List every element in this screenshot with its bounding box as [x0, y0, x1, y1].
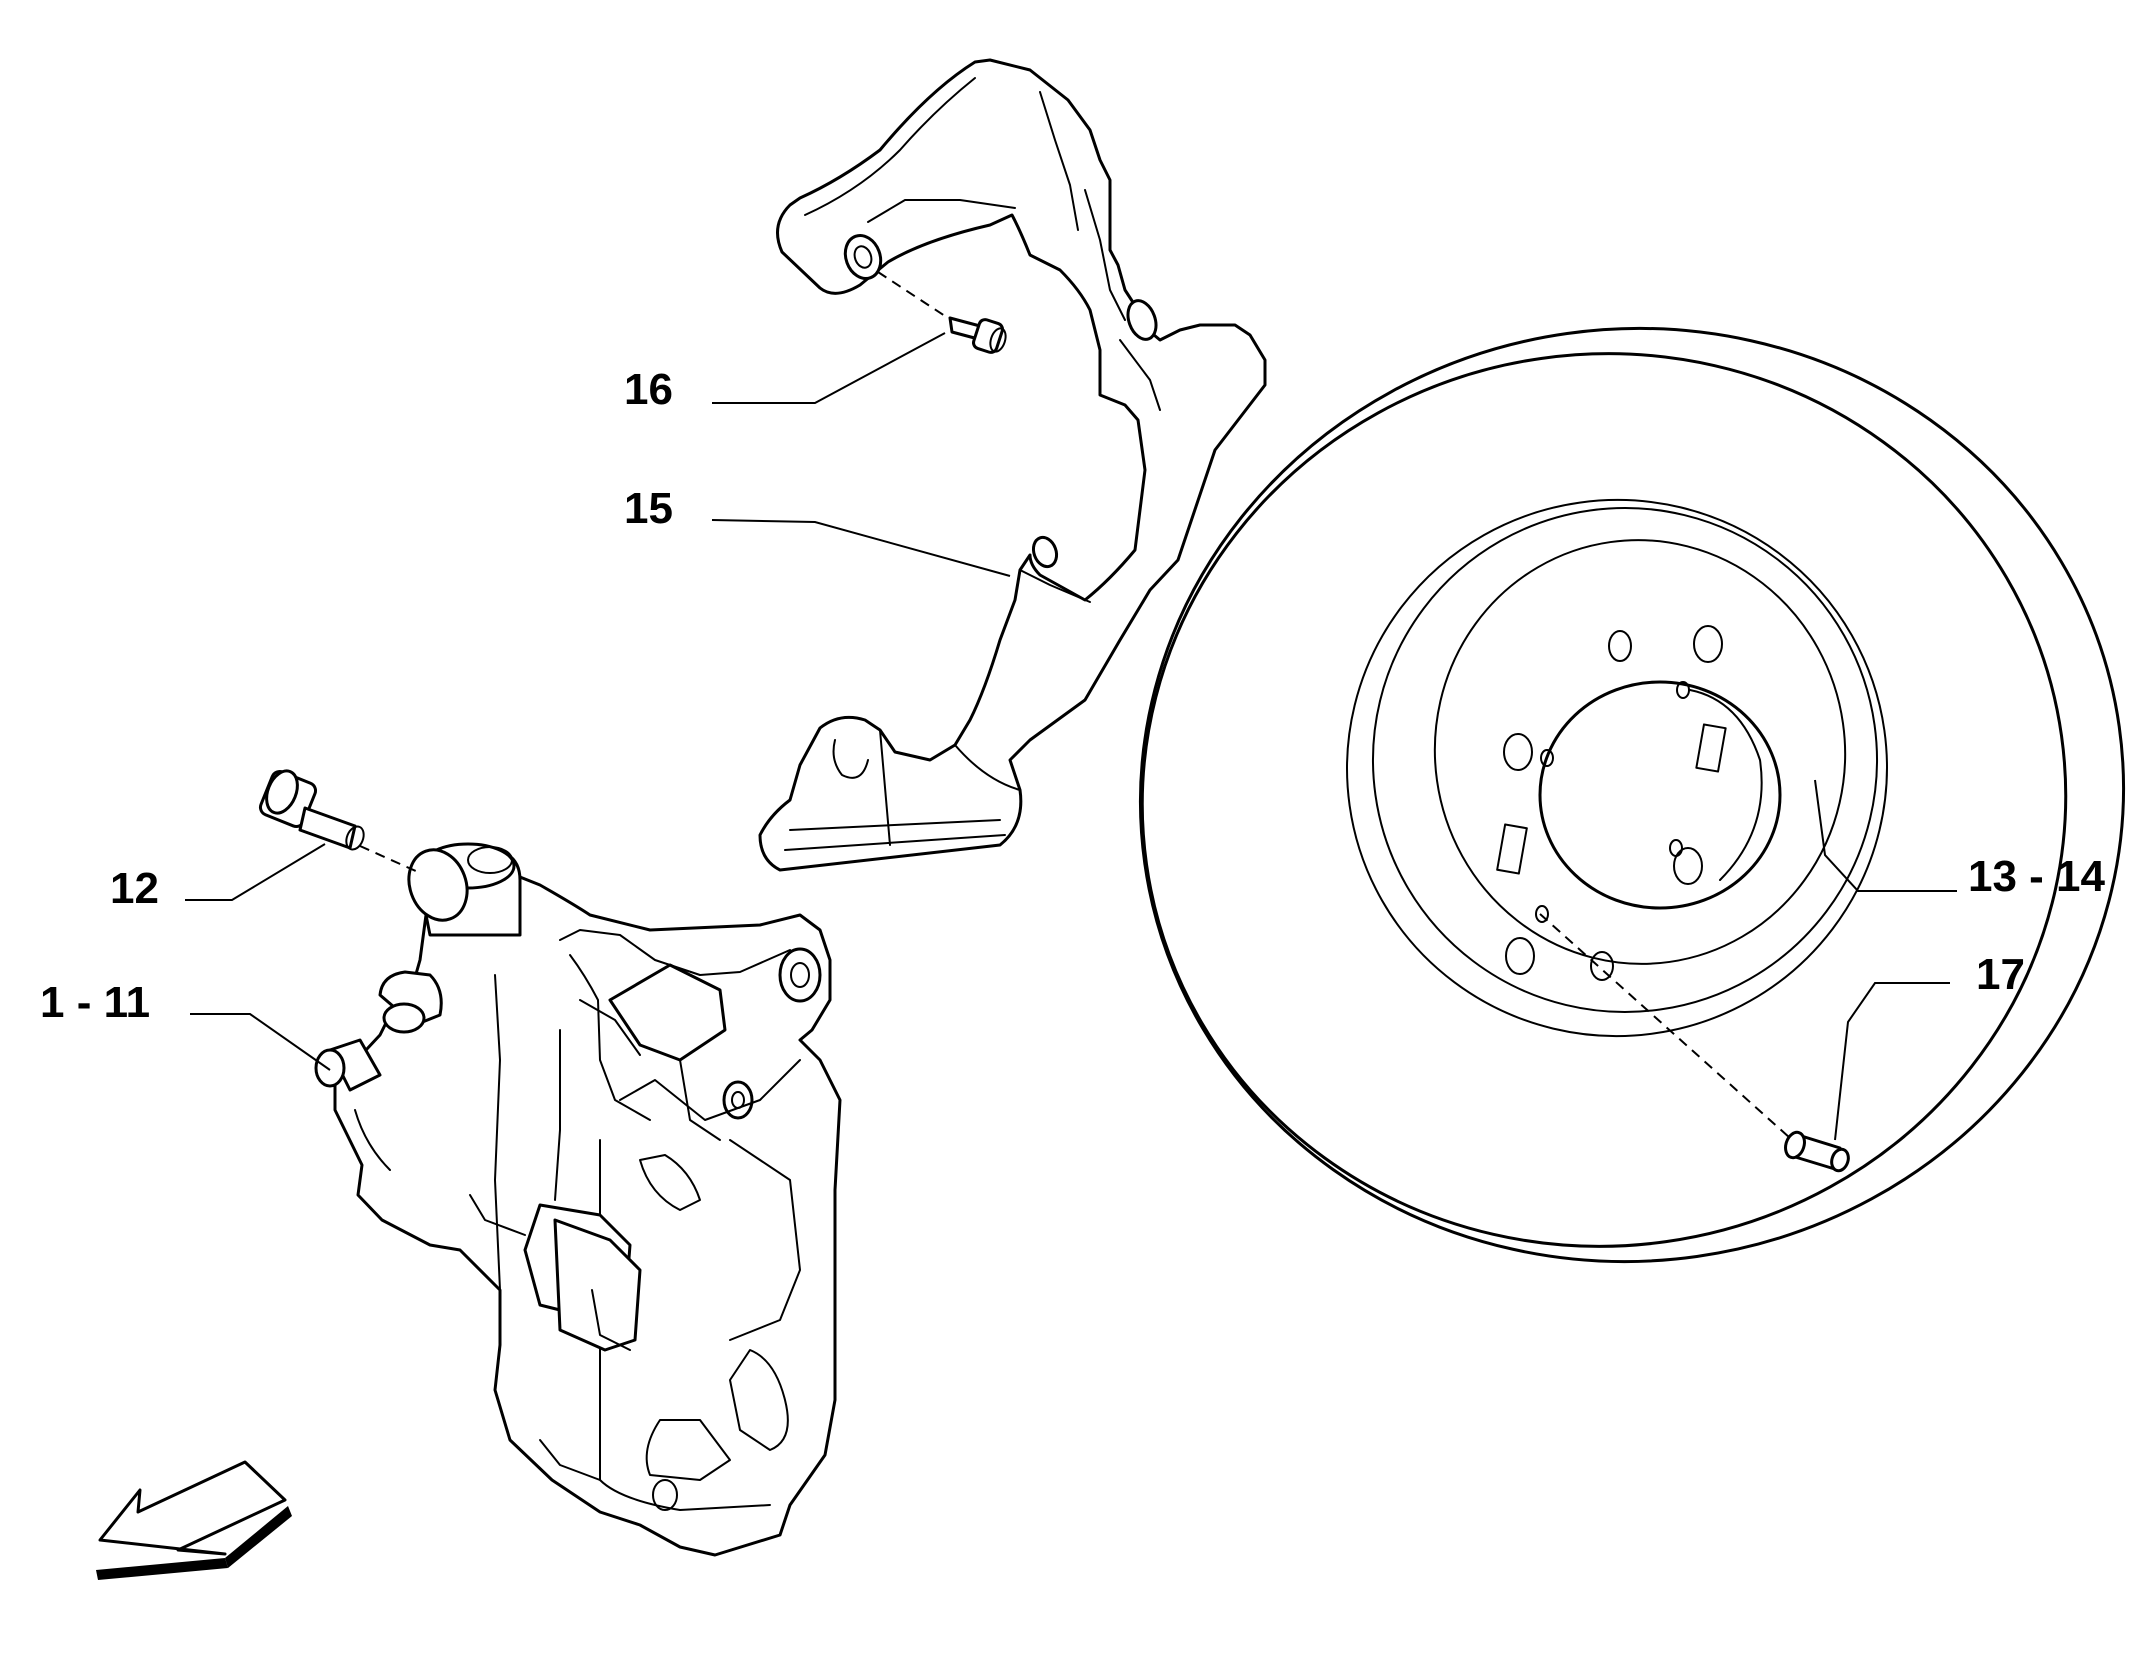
brake-splash-shield[interactable]	[758, 58, 1267, 872]
leader-12	[185, 843, 326, 901]
leader-17	[1834, 982, 1950, 1141]
alignment-line-12	[359, 845, 419, 873]
leader-15	[711, 519, 1011, 577]
brake-caliper[interactable]	[314, 842, 842, 1557]
callout-16: 16	[624, 365, 673, 414]
leader-13-14	[1814, 779, 1957, 892]
alignment-line-17	[1539, 913, 1791, 1139]
callout-15: 15	[624, 484, 673, 533]
callout-12: 12	[110, 864, 159, 913]
shield-bolt[interactable]	[948, 316, 1008, 354]
bleed-screw[interactable]	[1782, 1130, 1851, 1173]
leader-1-11	[190, 1013, 331, 1071]
brake-disc[interactable]	[1080, 265, 2146, 1325]
caliper-bolt[interactable]	[258, 766, 367, 852]
callout-13-14: 13 - 14	[1968, 852, 2106, 901]
leader-16	[712, 332, 946, 404]
arrow-down-left-icon	[96, 1460, 292, 1580]
callout-1-11: 1 - 11	[40, 978, 150, 1027]
callout-17: 17	[1976, 950, 2025, 999]
alignment-line-16	[877, 271, 949, 319]
